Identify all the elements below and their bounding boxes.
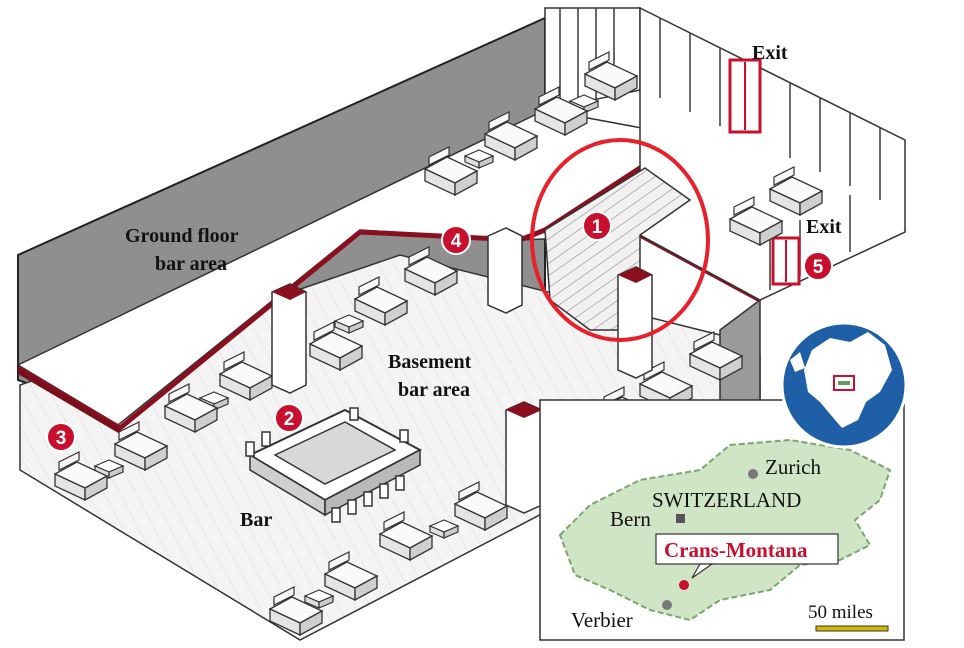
- verbier-label: Verbier: [571, 608, 633, 632]
- bern-dot: [676, 514, 685, 523]
- zurich-label: Zurich: [765, 455, 821, 479]
- scale-label: 50 miles: [808, 602, 873, 623]
- svg-text:3: 3: [56, 428, 67, 449]
- pillar: [617, 266, 653, 379]
- ground-floor-label: Ground floor: [125, 225, 239, 247]
- crans-montana-label: Crans-Montana: [664, 538, 808, 562]
- marker-1: 1: [582, 211, 612, 241]
- pillars: [271, 227, 653, 514]
- ground-floor-label-line2: bar area: [155, 253, 227, 275]
- bar-label: Bar: [240, 509, 272, 531]
- svg-text:1: 1: [592, 217, 603, 238]
- exit-label-top: Exit: [752, 42, 788, 64]
- marker-4: 4: [441, 225, 471, 255]
- markers: 1 2 3 4 5: [46, 211, 833, 452]
- highlight-circle: [530, 138, 710, 342]
- verbier-dot: [662, 600, 672, 610]
- marker-3: 3: [46, 422, 76, 452]
- svg-text:5: 5: [813, 257, 824, 278]
- crans-montana-dot: [679, 580, 689, 590]
- zurich-dot: [748, 469, 758, 479]
- slab-front-face: [18, 368, 120, 434]
- svg-text:2: 2: [284, 409, 295, 430]
- bar-counter: [245, 407, 423, 523]
- svg-text:4: 4: [451, 231, 462, 252]
- basement-label-line2: bar area: [398, 379, 470, 401]
- globe: [780, 321, 908, 449]
- marker-2: 2: [274, 403, 304, 433]
- marker-5: 5: [803, 251, 833, 281]
- pillar: [487, 227, 523, 314]
- bern-label: Bern: [610, 507, 651, 531]
- switzerland-shape: [558, 438, 892, 622]
- basement-label: Basement: [388, 351, 472, 373]
- area-labels: Ground floor bar area Basement bar area …: [125, 42, 842, 531]
- crans-montana-label-box: [655, 533, 839, 565]
- pillar: [271, 283, 307, 394]
- country-label: SWITZERLAND: [652, 488, 801, 512]
- exit-label-right: Exit: [806, 216, 842, 238]
- pillar: [505, 401, 543, 514]
- scale-bar: [815, 625, 889, 632]
